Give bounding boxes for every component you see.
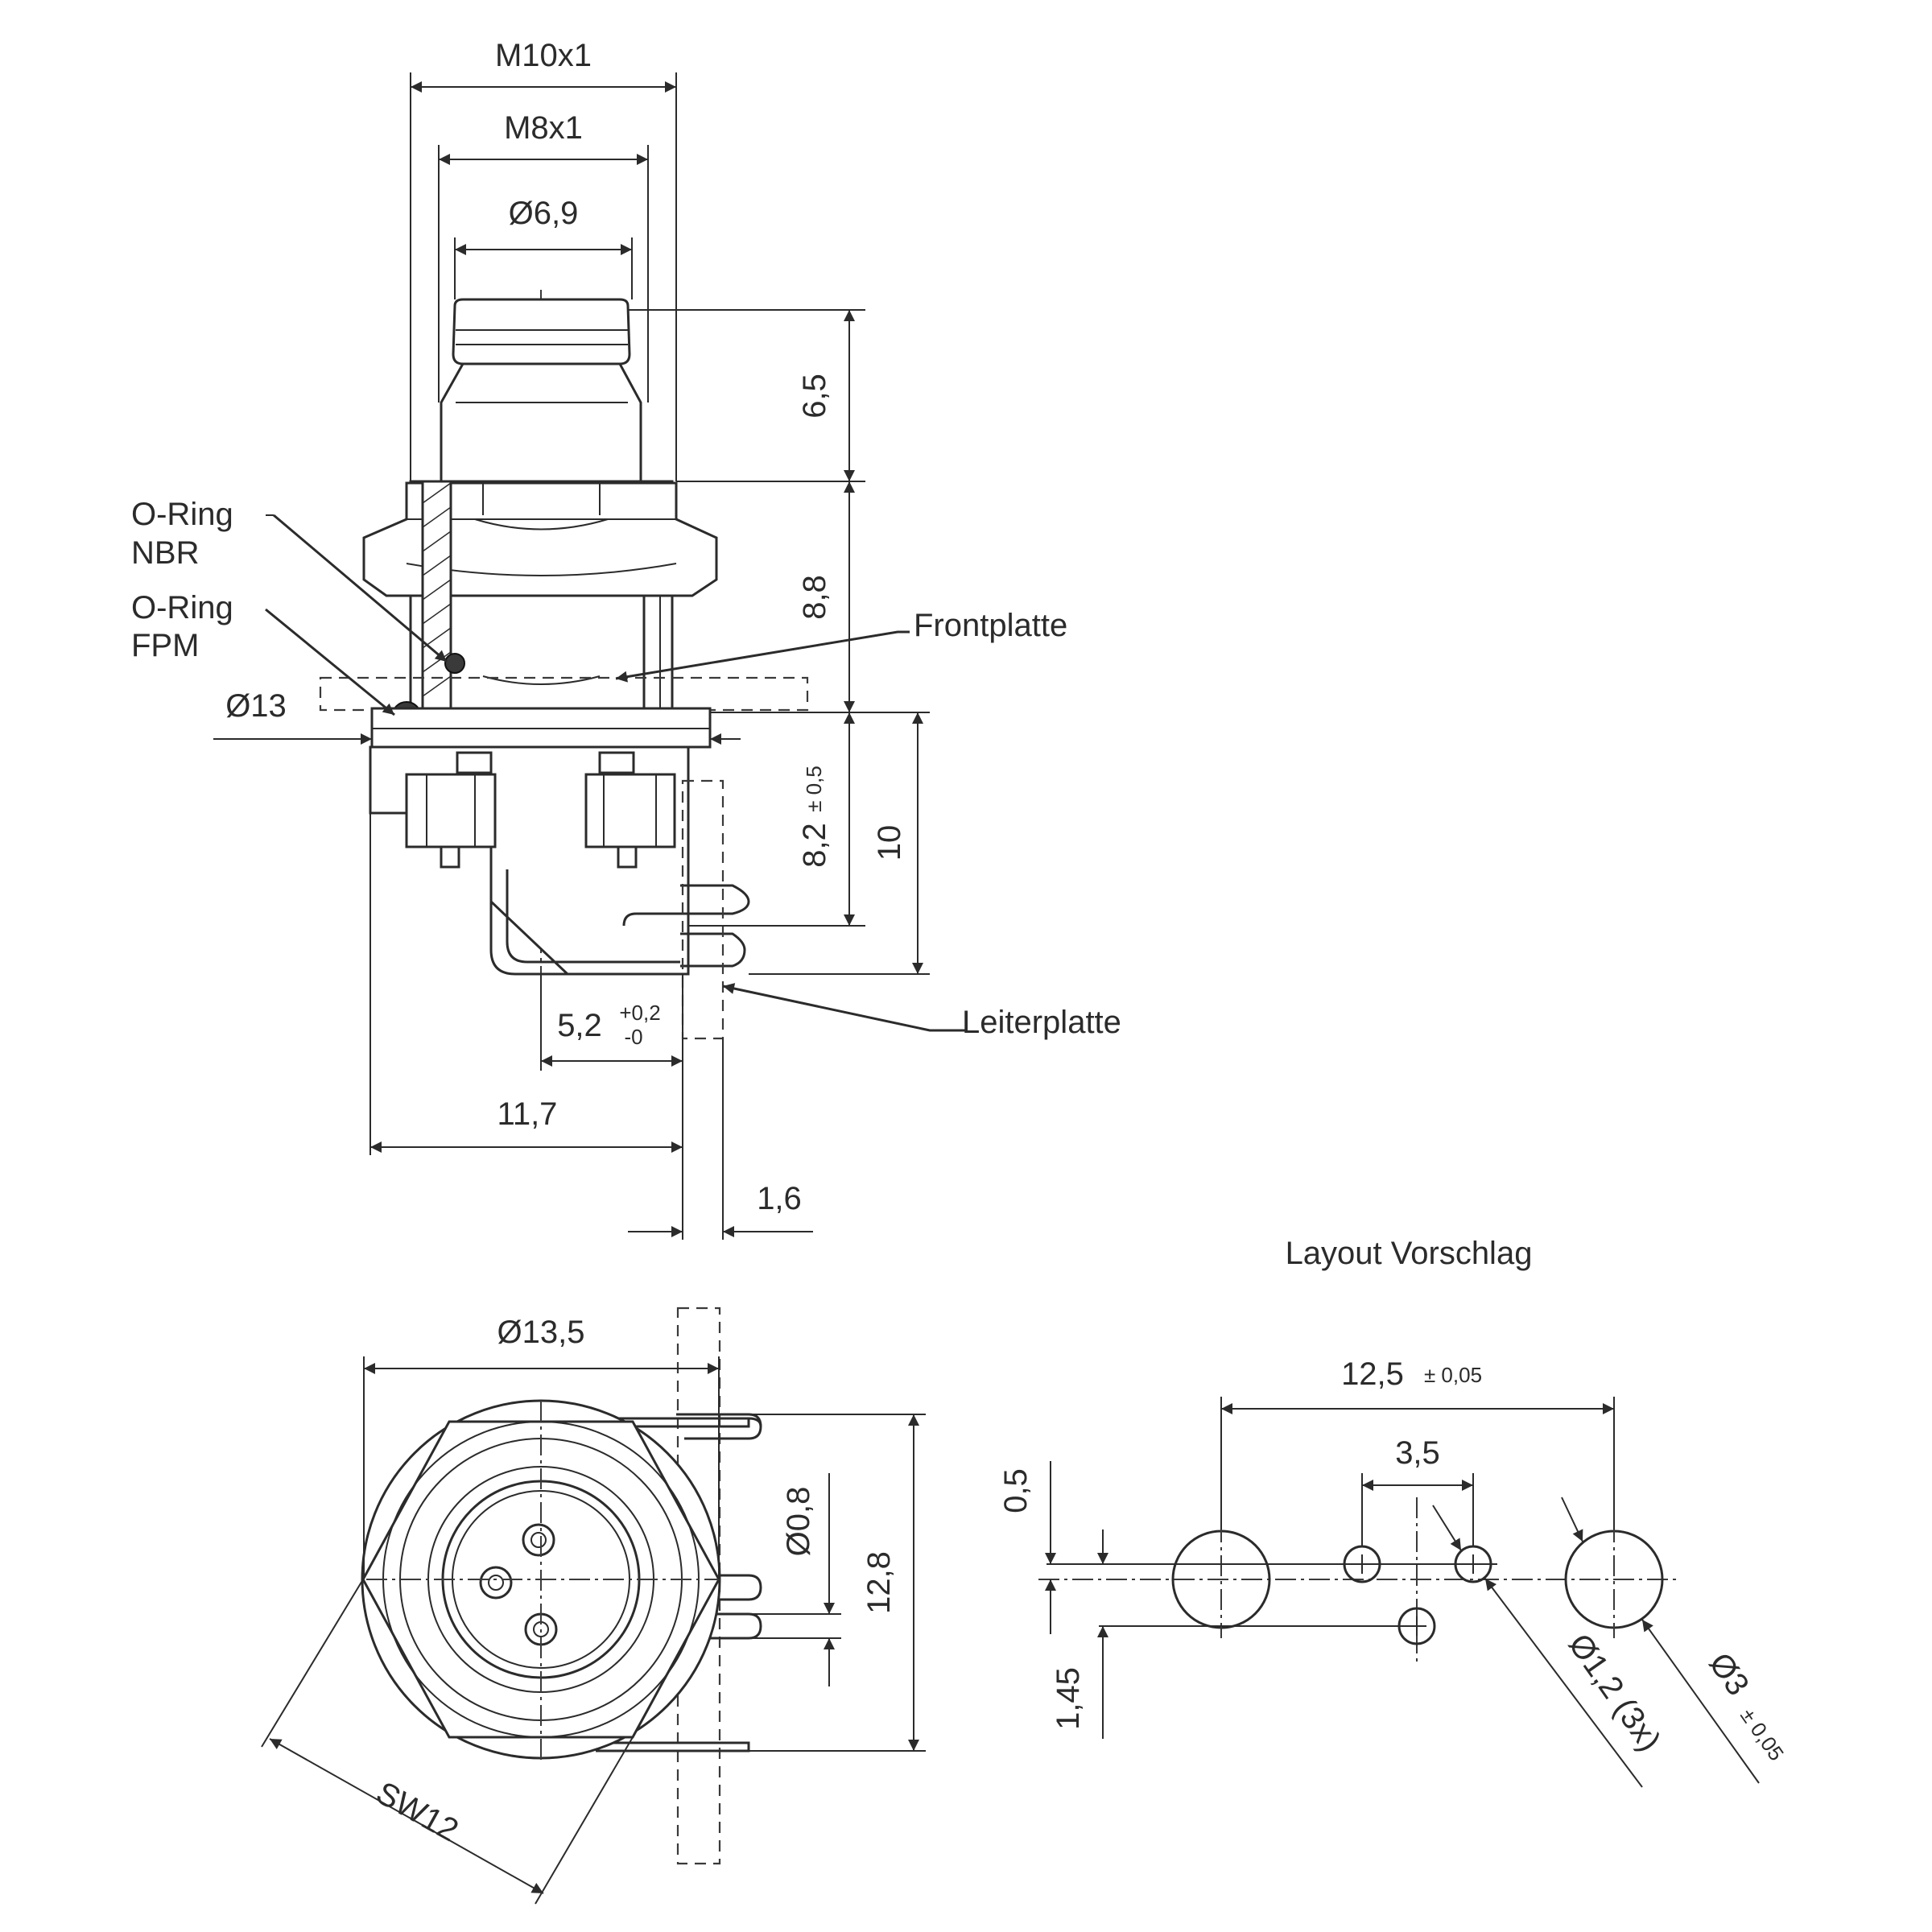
label-frontplatte: Frontplatte bbox=[914, 608, 1067, 643]
dim-dia-13-5: Ø13,5 bbox=[497, 1315, 585, 1350]
dim-m10x1: M10x1 bbox=[495, 38, 592, 73]
oring-nbr bbox=[444, 653, 465, 674]
contact-left bbox=[479, 1566, 513, 1600]
dim-11-7: 11,7 bbox=[497, 1096, 558, 1132]
dim-8-2: 8,2 bbox=[797, 823, 832, 868]
dim-sw12: SW12 bbox=[370, 1775, 464, 1848]
layout-title: Layout Vorschlag bbox=[1286, 1236, 1533, 1271]
label-leiterplatte: Leiterplatte bbox=[962, 1005, 1121, 1040]
dim-m8x1: M8x1 bbox=[504, 110, 583, 146]
hex-nut bbox=[362, 481, 718, 597]
dim-6-5: 6,5 bbox=[797, 374, 832, 419]
label-oring-nbr-1: O-Ring bbox=[131, 497, 233, 532]
label-oring-nbr-2: NBR bbox=[131, 535, 199, 571]
dim-12-8: 12,8 bbox=[861, 1551, 897, 1614]
dim-8-8: 8,8 bbox=[797, 575, 832, 620]
dim-0-5: 0,5 bbox=[998, 1468, 1034, 1513]
dim-8-2-tol: ± 0,5 bbox=[802, 766, 826, 812]
contact-top bbox=[522, 1523, 555, 1557]
side-view: M10x1 M8x1 Ø6,9 6,5 8,8 Ø13 8,2 ± 0,5 10… bbox=[131, 38, 1121, 1240]
dim-dia-6-9: Ø6,9 bbox=[509, 196, 579, 231]
dim-1-6: 1,6 bbox=[757, 1181, 802, 1216]
front-view: Ø13,5 12,8 Ø0,8 SW12 bbox=[261, 1307, 926, 1905]
pcb-board bbox=[681, 779, 724, 1040]
dim-dia-1-2: Ø1,2 (3x) bbox=[1562, 1628, 1668, 1758]
dim-dia-13: Ø13 bbox=[225, 688, 287, 724]
dim-5-2: 5,2 bbox=[557, 1008, 602, 1043]
dim-5-2-tol-minus: -0 bbox=[624, 1025, 642, 1049]
dim-1-45: 1,45 bbox=[1051, 1667, 1086, 1730]
dim-3-5: 3,5 bbox=[1395, 1435, 1440, 1471]
label-oring-fpm-2: FPM bbox=[131, 628, 199, 663]
dim-12-5: 12,5 bbox=[1341, 1356, 1404, 1392]
label-oring-fpm-1: O-Ring bbox=[131, 590, 233, 625]
dim-dia-3-tol: ± 0,05 bbox=[1736, 1703, 1789, 1765]
dim-dia-0-8: Ø0,8 bbox=[781, 1487, 816, 1557]
dim-10: 10 bbox=[872, 825, 907, 861]
plug-tip bbox=[452, 298, 631, 365]
seal-hatching bbox=[422, 482, 452, 697]
layout-proposal: Layout Vorschlag bbox=[998, 1236, 1789, 1788]
dim-5-2-tol-plus: +0,2 bbox=[619, 1001, 660, 1025]
dim-dia-3: Ø3 bbox=[1702, 1646, 1756, 1702]
dim-12-5-tol: ± 0,05 bbox=[1424, 1363, 1482, 1387]
